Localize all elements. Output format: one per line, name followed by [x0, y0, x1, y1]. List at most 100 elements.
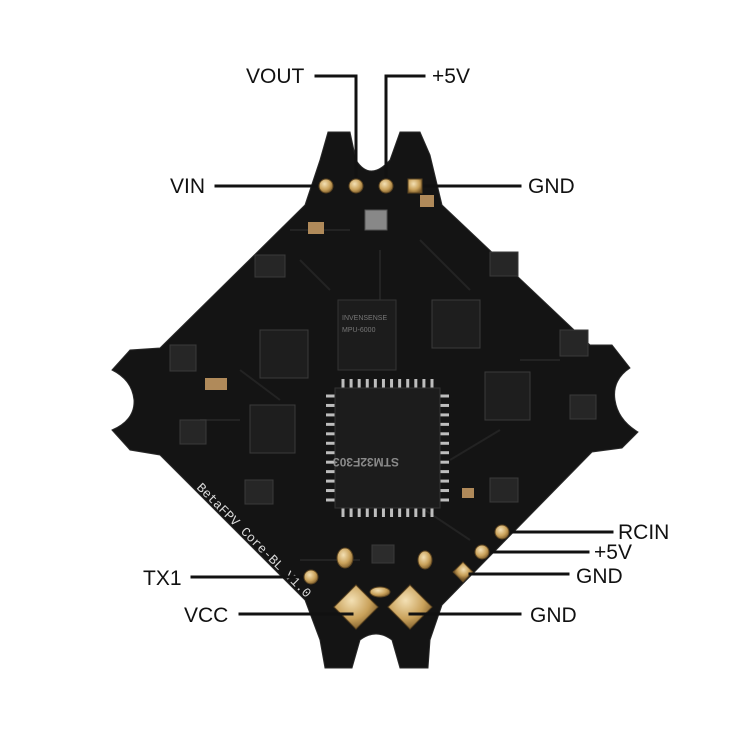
pad-gnd-right: [452, 561, 474, 583]
mcu-pin: [440, 422, 449, 426]
mcu-pin: [440, 489, 449, 493]
label-vcc: VCC: [184, 604, 229, 627]
mcu-pin: [440, 460, 449, 464]
mcu-pin: [440, 441, 449, 445]
mosfet-7: [569, 394, 597, 420]
mosfet-1: [254, 254, 286, 278]
mcu-pin: [341, 508, 345, 517]
mosfet-2: [169, 344, 197, 372]
cap-1: [205, 378, 227, 390]
crystal: [364, 209, 388, 231]
mcu-pins: [326, 379, 449, 517]
mcu-pin: [440, 451, 449, 455]
mcu-pin: [440, 432, 449, 436]
esc-chip-e: [484, 371, 531, 421]
leader-vout: [314, 74, 358, 178]
mcu-pin: [349, 508, 353, 517]
mcu-pin: [341, 379, 345, 388]
esc-chip-w: [249, 404, 296, 454]
mcu-logo: STM32F303: [333, 455, 399, 469]
pad-misc-2: [417, 550, 433, 570]
mcu-pin: [440, 479, 449, 483]
mcu-pin: [430, 508, 434, 517]
mcu-pin: [326, 394, 335, 398]
mcu-pin: [440, 403, 449, 407]
mcu-pin: [326, 489, 335, 493]
imu-chip: INVENSENSE MPU-6000: [337, 299, 397, 371]
mcu-pin: [422, 508, 426, 517]
mosfet-8: [489, 477, 519, 503]
leader-lines: [190, 74, 614, 616]
mcu-pin: [326, 451, 335, 455]
mcu-pin: [440, 413, 449, 417]
pad-tx1: [303, 569, 319, 585]
label-gnd-right: GND: [576, 565, 623, 588]
label-gnd-top: GND: [528, 175, 575, 198]
label-gnd-bottom: GND: [530, 604, 577, 627]
cap-4: [462, 488, 474, 498]
mosfet-4: [244, 479, 274, 505]
mcu-pin: [440, 470, 449, 474]
mcu-pin: [326, 479, 335, 483]
small-components: [169, 209, 597, 564]
mcu-pin: [326, 403, 335, 407]
mcu-pin: [326, 413, 335, 417]
pad-gnd-power: [387, 584, 433, 630]
capacitors: [205, 195, 474, 498]
mcu-pin: [440, 394, 449, 398]
pad-misc-3: [369, 586, 391, 598]
pad-5v-right: [474, 544, 490, 560]
mcu-pin: [365, 508, 369, 517]
mcu-pin: [406, 379, 410, 388]
mcu-pin: [357, 508, 361, 517]
label-vin: VIN: [170, 175, 206, 198]
mcu-pin: [373, 508, 377, 517]
label-rcin: RCIN: [618, 521, 670, 544]
label-5v-right: +5V: [594, 541, 632, 564]
mosfet-6: [559, 329, 589, 357]
label-vout: VOUT: [246, 65, 305, 88]
mcu-pin: [390, 508, 394, 517]
mcu-pin: [373, 379, 377, 388]
mcu-pin: [326, 460, 335, 464]
mcu-pin: [326, 441, 335, 445]
mcu-pin: [349, 379, 353, 388]
mcu-pin: [398, 379, 402, 388]
mcu-pin: [381, 379, 385, 388]
mcu-pin: [414, 379, 418, 388]
mcu-pin: [326, 432, 335, 436]
mcu-pin: [381, 508, 385, 517]
mcu-pin: [422, 379, 426, 388]
imu-marking: INVENSENSE: [342, 315, 387, 322]
mcu-pin: [406, 508, 410, 517]
mcu-pin: [390, 379, 394, 388]
mcu-pin: [326, 498, 335, 502]
imu-body: [337, 299, 397, 371]
pad-misc-1: [336, 547, 354, 569]
imu-marking-2: MPU-6000: [342, 327, 376, 334]
pad-5v-top: [378, 178, 394, 194]
mcu-pin: [430, 379, 434, 388]
mcu-pin: [440, 498, 449, 502]
mcu-chip: STM32F303: [326, 379, 449, 517]
label-5v-top: +5V: [432, 65, 470, 88]
esc-chip-ne: [431, 299, 481, 349]
mcu-pin: [365, 379, 369, 388]
cap-2: [308, 222, 324, 234]
mcu-pin: [357, 379, 361, 388]
cap-3: [420, 195, 434, 207]
mosfet-3: [179, 419, 207, 445]
mcu-pin: [414, 508, 418, 517]
mcu-pin: [326, 470, 335, 474]
regulator: [371, 544, 395, 564]
pad-rcin: [494, 524, 510, 540]
mosfet-5: [489, 251, 519, 277]
pad-vin: [318, 178, 334, 194]
mcu-pin: [398, 508, 402, 517]
pad-vout: [348, 178, 364, 194]
esc-chip-nw: [259, 329, 309, 379]
solder-pads: [303, 178, 510, 630]
label-tx1: TX1: [143, 567, 182, 590]
